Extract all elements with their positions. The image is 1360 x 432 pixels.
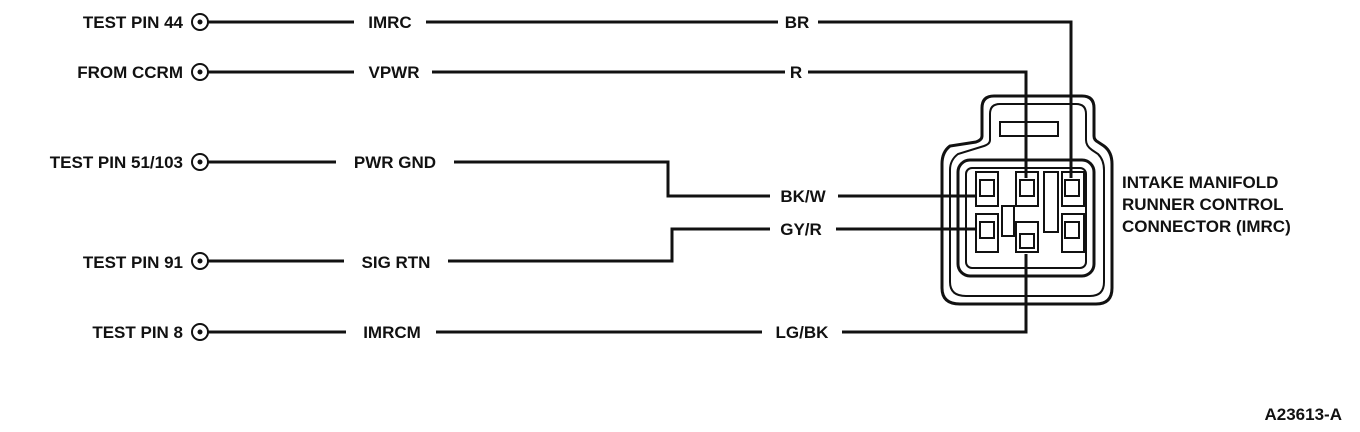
color-label-lg-bk: LG/BK — [776, 323, 830, 342]
wire-row-test-pin-91: TEST PIN 91 SIG RTN GY/R — [83, 220, 975, 272]
connector-title-line-2: RUNNER CONTROL — [1122, 195, 1284, 214]
wire-row-test-pin-8: TEST PIN 8 IMRCM LG/BK — [92, 254, 1028, 342]
connector-title: INTAKE MANIFOLD RUNNER CONTROL CONNECTOR… — [1122, 173, 1291, 236]
pin-label-from-ccrm: FROM CCRM — [77, 63, 183, 82]
connector-terminals-bottom — [975, 205, 1085, 253]
connector-latch — [999, 121, 1059, 137]
pin-label-test-pin-44: TEST PIN 44 — [83, 13, 184, 32]
connector-title-line-1: INTAKE MANIFOLD — [1122, 173, 1278, 192]
color-label-gy-r: GY/R — [780, 220, 822, 239]
wire-row-from-ccrm: FROM CCRM VPWR R — [77, 63, 1028, 178]
wire-row-test-pin-51-103: TEST PIN 51/103 PWR GND BK/W — [50, 153, 975, 206]
color-label-bk-w: BK/W — [780, 187, 826, 206]
color-label-br: BR — [785, 13, 810, 32]
circuit-label-sig-rtn: SIG RTN — [362, 253, 431, 272]
circuit-label-vpwr: VPWR — [369, 63, 420, 82]
connector-terminals-top — [975, 171, 1085, 233]
pin-label-test-pin-51-103: TEST PIN 51/103 — [50, 153, 183, 172]
circuit-label-imrc: IMRC — [368, 13, 411, 32]
circuit-label-imrcm: IMRCM — [363, 323, 421, 342]
pin-label-test-pin-91: TEST PIN 91 — [83, 253, 183, 272]
connector-cavity — [956, 158, 1096, 278]
figure-id: A23613-A — [1265, 405, 1343, 424]
wire-row-test-pin-44: TEST PIN 44 IMRC BR — [83, 13, 1073, 178]
pin-label-test-pin-8: TEST PIN 8 — [92, 323, 183, 342]
imrc-connector — [940, 94, 1114, 306]
connector-title-line-3: CONNECTOR (IMRC) — [1122, 217, 1291, 236]
circuit-label-pwr-gnd: PWR GND — [354, 153, 436, 172]
color-label-r: R — [790, 63, 802, 82]
